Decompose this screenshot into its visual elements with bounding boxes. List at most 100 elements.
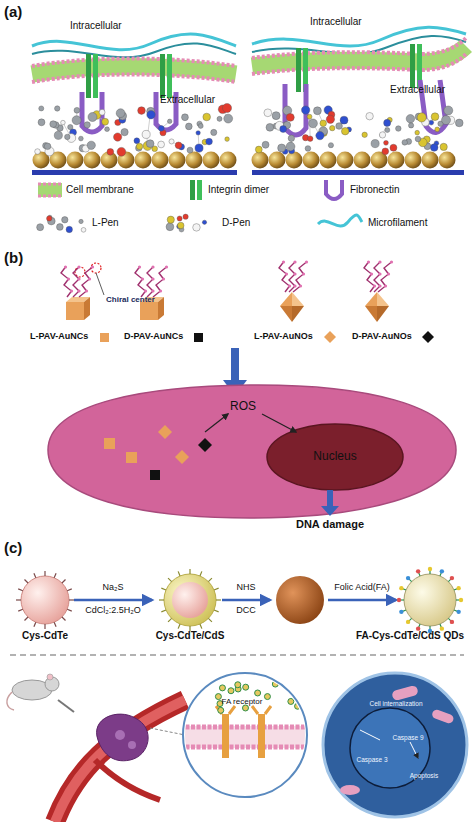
- atom: [88, 113, 97, 122]
- polymer-chain: [147, 267, 153, 297]
- atom: [385, 128, 390, 133]
- panel-c-invivo-part: [55, 700, 185, 822]
- annotation-label: D-PAV-AuNOs: [352, 332, 412, 342]
- atom: [177, 222, 184, 229]
- legend-text: Fibronectin: [350, 184, 399, 195]
- ligand: [214, 610, 219, 612]
- qd-ligands: [16, 567, 463, 714]
- atom: [301, 106, 309, 114]
- panel-a-right-part: [252, 170, 464, 175]
- atom: [105, 127, 110, 132]
- atom: [225, 137, 230, 142]
- gold-sphere: [135, 152, 152, 169]
- annotation-label: Extracellular: [160, 94, 215, 105]
- atom: [38, 119, 45, 126]
- legend-icons-part: [38, 183, 62, 197]
- annotation-label: Cys-CdTe: [22, 630, 68, 641]
- atom: [382, 148, 389, 155]
- legend-text: Integrin dimer: [208, 184, 269, 195]
- monomer-dot: [390, 260, 393, 263]
- gold-sphere: [422, 152, 439, 169]
- panel-c-synthesis: [10, 574, 464, 655]
- panel-b-particles-part-part: [292, 306, 304, 322]
- panel-a-left-part: [86, 54, 91, 98]
- atom: [211, 129, 217, 135]
- quantum-dot: [264, 694, 270, 700]
- atom: [39, 106, 44, 111]
- panel-a-left-part: [32, 34, 236, 50]
- quantum-dot: [255, 690, 261, 696]
- panel-b-particles-part: [365, 292, 389, 322]
- atom: [107, 148, 114, 155]
- annotation-label: NHS: [236, 583, 255, 593]
- atom: [138, 107, 146, 115]
- monomer-dot: [77, 277, 80, 280]
- atom: [429, 120, 434, 125]
- legend-text: D-Pen: [222, 217, 250, 228]
- ligand: [16, 599, 21, 600]
- monomer-dot: [159, 289, 162, 292]
- panel-b-particles-part: [280, 292, 304, 322]
- atom: [169, 139, 174, 144]
- atom: [175, 142, 182, 149]
- panel-c-invivo-part-part: [180, 725, 310, 730]
- polymer-chain: [153, 267, 167, 297]
- monomer-dot: [64, 265, 67, 268]
- ligand: [18, 609, 23, 611]
- folic-acid: [399, 610, 403, 614]
- panel-c-invivo-part: [97, 714, 149, 761]
- cell-shape: ROSNucleus: [40, 380, 460, 520]
- monomer-dot: [151, 277, 154, 280]
- panel-b-particles-part: [100, 333, 109, 342]
- panel-c-invivo: [7, 673, 467, 822]
- gold-sphere: [405, 152, 422, 169]
- pen-molecules: [35, 103, 463, 156]
- panel-a-left-part: [32, 43, 236, 57]
- ligand: [54, 622, 56, 627]
- atom: [222, 103, 231, 112]
- monomer-dot: [144, 289, 147, 292]
- monomer-dot: [91, 265, 94, 268]
- ligand: [24, 617, 28, 621]
- gold-sphere: [169, 152, 186, 169]
- ligand: [34, 573, 36, 578]
- atom: [288, 135, 294, 141]
- atom: [379, 132, 385, 138]
- polymer-chain: [378, 262, 392, 292]
- panel-c-invivo-part: [7, 692, 14, 710]
- gold-sphere: [252, 152, 269, 169]
- atom: [444, 106, 453, 115]
- annotation-label: DNA damage: [296, 518, 364, 530]
- panel-c-invivo-part-part: [222, 714, 229, 758]
- ligand: [44, 624, 45, 629]
- annotation-label: FA receptor: [222, 698, 263, 707]
- monomer-dot: [387, 272, 390, 275]
- ligand: [168, 618, 172, 622]
- ligand: [189, 569, 190, 574]
- polymer-chain: [73, 267, 79, 297]
- panel-c-invivo-part: [55, 700, 185, 822]
- folic-acid: [456, 586, 460, 590]
- atom: [384, 119, 391, 126]
- gold-sphere: [320, 152, 337, 169]
- atom: [336, 123, 343, 130]
- monomer-dot: [285, 272, 288, 275]
- folic-acid: [440, 569, 444, 573]
- panel-a-right-part: [252, 38, 466, 58]
- gold-sphere: [220, 152, 237, 169]
- monomer-dot: [293, 284, 296, 287]
- annotation-label: Na₂S: [102, 583, 123, 593]
- panel-c-synthesis-part: [10, 654, 464, 655]
- ligand: [161, 588, 166, 590]
- gold-sphere: [84, 152, 101, 169]
- atom: [280, 126, 287, 133]
- atom: [35, 149, 41, 155]
- atom: [81, 227, 86, 232]
- atom: [266, 123, 274, 131]
- gold-substrate: [33, 152, 456, 169]
- atom: [362, 132, 367, 137]
- node-text: Nucleus: [313, 450, 356, 463]
- monomer-dot: [370, 272, 373, 275]
- polymer-chain: [279, 262, 290, 292]
- atom: [330, 125, 335, 130]
